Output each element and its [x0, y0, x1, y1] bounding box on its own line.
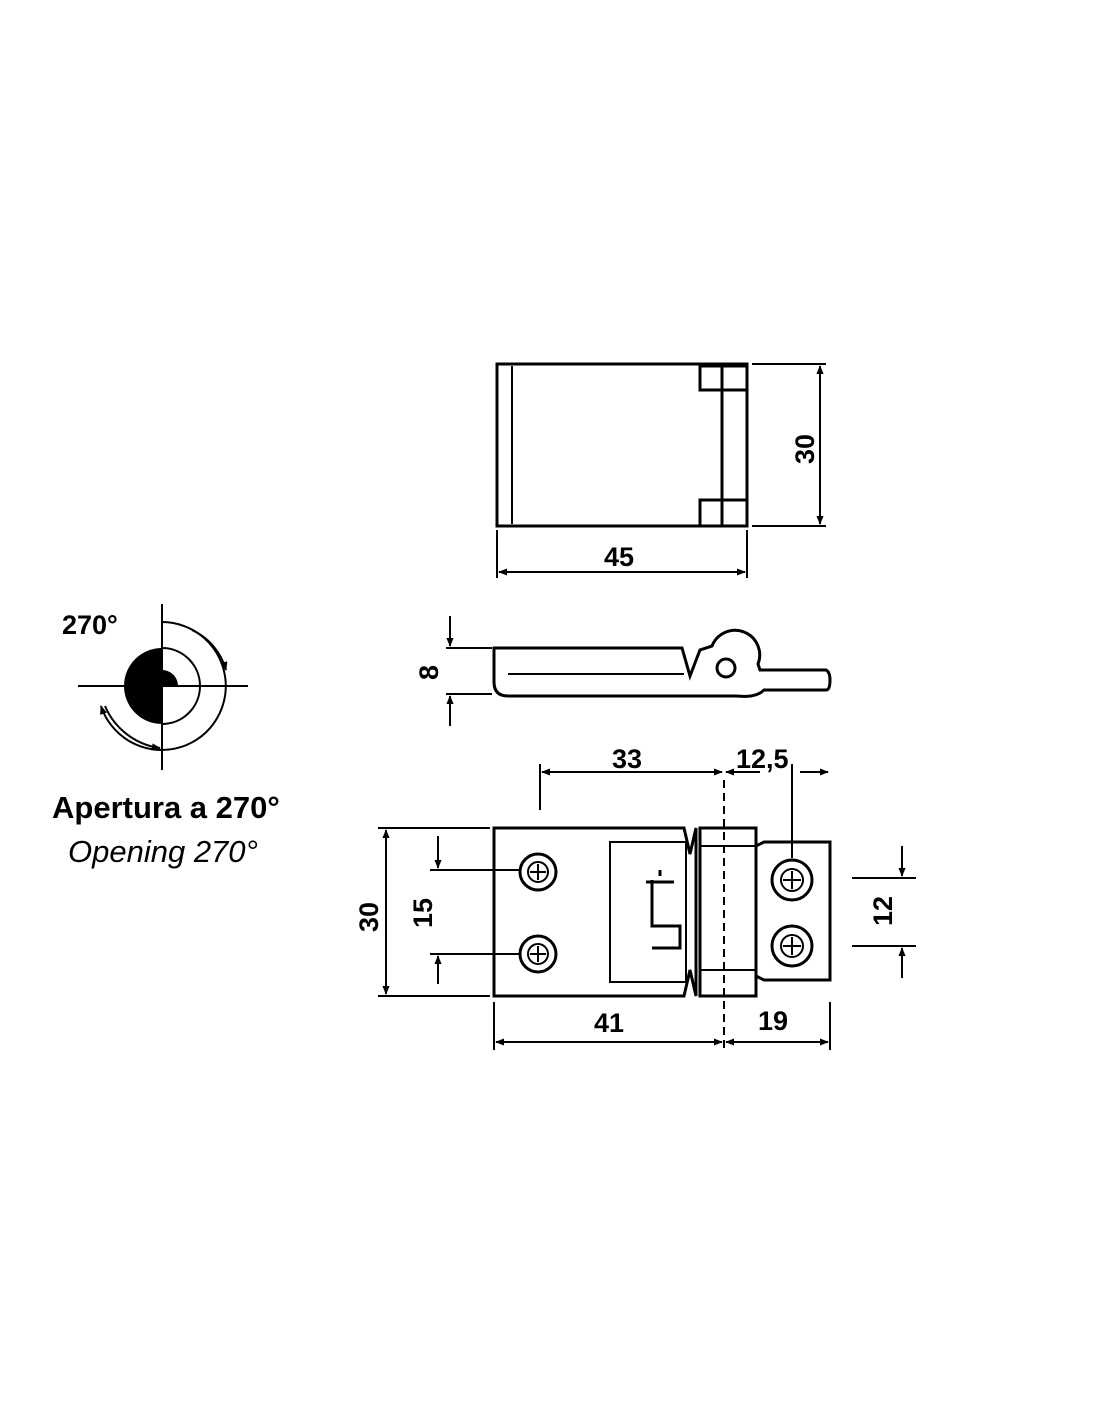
- caption-english: Opening 270°: [68, 834, 258, 869]
- dim-front-33: 33: [612, 744, 642, 774]
- front-view: 33 12,5 30 15 12 41 19: [354, 744, 916, 1050]
- dim-side-thickness: 8: [414, 665, 444, 680]
- dim-front-leaf-41: 41: [594, 1008, 624, 1038]
- caption-italian: Apertura a 270°: [52, 790, 280, 825]
- screw-right-top-icon: [770, 858, 814, 902]
- dim-front-12-5: 12,5: [736, 744, 789, 774]
- rotation-symbol: 270°: [62, 604, 248, 770]
- dim-front-hole-spacing: 15: [408, 898, 438, 928]
- top-view: 30 45: [495, 362, 826, 578]
- dim-front-hole-spacing-right: 12: [868, 896, 898, 926]
- screw-left-top-icon: [518, 852, 558, 892]
- side-view: 8: [414, 616, 832, 726]
- dim-top-height: 30: [790, 434, 820, 464]
- screw-right-bottom-icon: [770, 924, 814, 968]
- dim-top-width: 45: [604, 542, 634, 572]
- rotation-label: 270°: [62, 610, 118, 640]
- screw-left-bottom-icon: [518, 934, 558, 974]
- dim-front-height: 30: [354, 902, 384, 932]
- dim-front-leaf-19: 19: [758, 1006, 788, 1036]
